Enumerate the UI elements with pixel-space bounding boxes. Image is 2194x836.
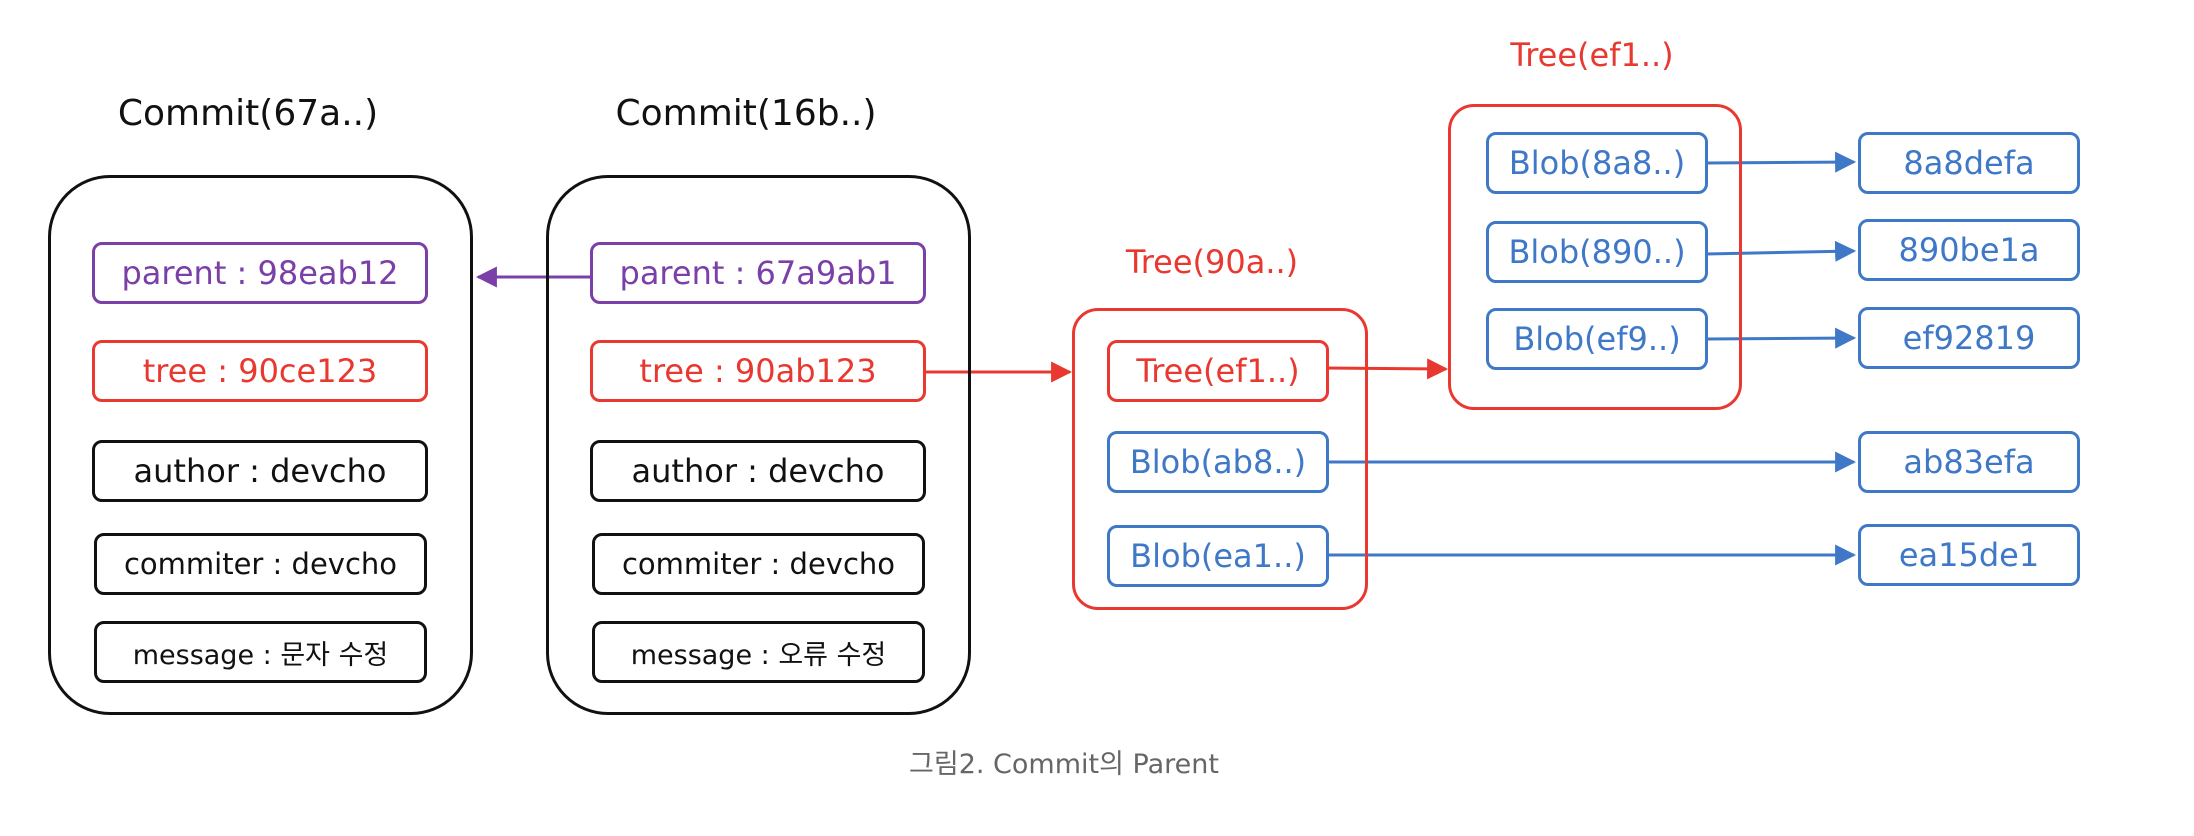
blob-content-8a8defa: 8a8defa bbox=[1858, 132, 2080, 194]
tree-title-90a: Tree(90a..) bbox=[1125, 243, 1299, 281]
tree-entry-blob-890: Blob(890..) bbox=[1486, 221, 1708, 283]
commit-author-field: author : devcho bbox=[590, 440, 926, 502]
tree-entry-blob-ef9: Blob(ef9..) bbox=[1486, 308, 1708, 370]
blob-content-890be1a: 890be1a bbox=[1858, 219, 2080, 281]
commit-tree-field: tree : 90ce123 bbox=[92, 340, 428, 402]
figure-caption: 그림2. Commit의 Parent bbox=[909, 749, 1219, 780]
commit-container-16b bbox=[546, 175, 971, 715]
blob-arrow-8a8 bbox=[1705, 151, 1857, 173]
tree-entry-tree-ef1: Tree(ef1..) bbox=[1107, 340, 1329, 402]
commit-message-field: message : 문자 수정 bbox=[94, 621, 427, 683]
tree-entry-blob-8a8: Blob(8a8..) bbox=[1486, 132, 1708, 194]
tree-container-ef1 bbox=[1448, 104, 1742, 410]
commit-parent-field: parent : 67a9ab1 bbox=[590, 242, 926, 304]
commit-title-67a: Commit(67a..) bbox=[117, 93, 379, 134]
blob-arrow-890 bbox=[1705, 240, 1857, 262]
commit-tree-field: tree : 90ab123 bbox=[590, 340, 926, 402]
commit-container-67a bbox=[48, 175, 473, 715]
blob-content-ef92819: ef92819 bbox=[1858, 307, 2080, 369]
blob-content-ab83efa: ab83efa bbox=[1858, 431, 2080, 493]
commit-author-field: author : devcho bbox=[92, 440, 428, 502]
commit-title-16b: Commit(16b..) bbox=[615, 93, 877, 134]
commit-commiter-field: commiter : devcho bbox=[94, 533, 427, 595]
tree-entry-blob-ab8: Blob(ab8..) bbox=[1107, 431, 1329, 493]
tree-link-arrow-ef1 bbox=[1323, 358, 1449, 380]
blob-arrow-ef9 bbox=[1705, 327, 1857, 349]
tree-title-ef1: Tree(ef1..) bbox=[1510, 36, 1674, 74]
tree-container-90a bbox=[1072, 308, 1368, 610]
commit-parent-field: parent : 98eab12 bbox=[92, 242, 428, 304]
blob-content-ea15de1: ea15de1 bbox=[1858, 524, 2080, 586]
commit-commiter-field: commiter : devcho bbox=[592, 533, 925, 595]
tree-entry-blob-ea1: Blob(ea1..) bbox=[1107, 525, 1329, 587]
commit-message-field: message : 오류 수정 bbox=[592, 621, 925, 683]
